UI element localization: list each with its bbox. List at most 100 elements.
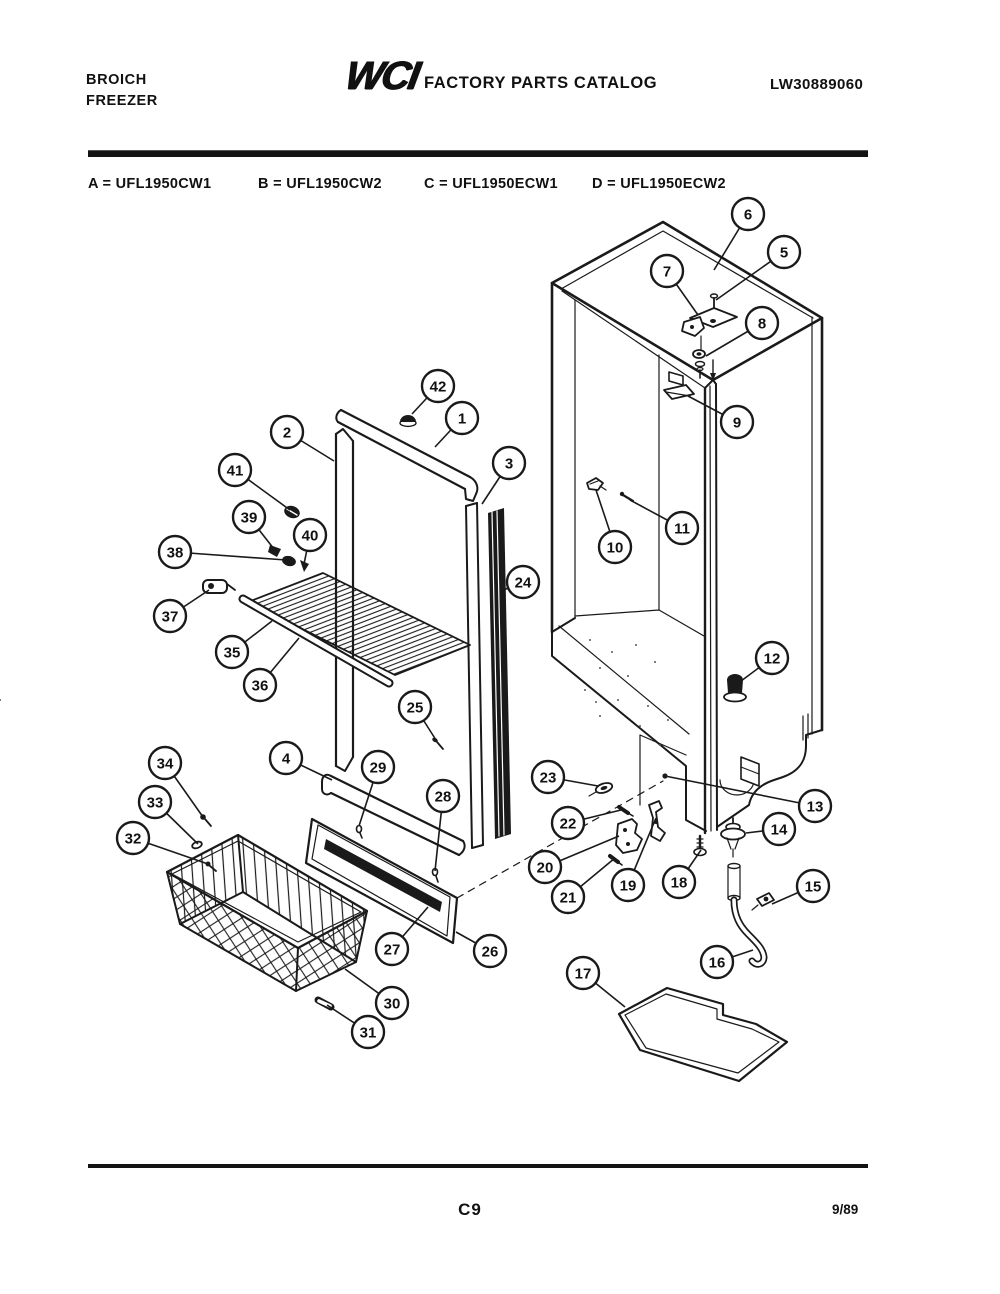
callout-number-42: 42 bbox=[430, 379, 447, 396]
callout-7 bbox=[649, 253, 685, 289]
callout-20 bbox=[527, 849, 563, 885]
callout-number-14: 14 bbox=[771, 822, 788, 839]
callout-37 bbox=[152, 598, 188, 634]
callout-number-2: 2 bbox=[283, 425, 291, 442]
callout-number-11: 11 bbox=[674, 521, 690, 538]
brand-line2: FREEZER bbox=[86, 93, 158, 109]
floor-stipple bbox=[0, 639, 669, 746]
callout-number-22: 22 bbox=[560, 816, 577, 833]
callout-number-34: 34 bbox=[157, 756, 174, 773]
doc-number: LW30889060 bbox=[770, 76, 864, 93]
callout-21 bbox=[550, 879, 586, 915]
callout-number-21: 21 bbox=[560, 890, 577, 907]
cabinet-outline bbox=[0, 220, 824, 835]
callout-number-37: 37 bbox=[162, 609, 179, 626]
callout-23 bbox=[530, 759, 566, 795]
callout-layer: 1234567891011121314151617181920212223242… bbox=[115, 196, 833, 1050]
callout-5 bbox=[766, 234, 802, 270]
callout-number-31: 31 bbox=[360, 1025, 377, 1042]
callout-17 bbox=[565, 955, 601, 991]
callout-25 bbox=[397, 689, 433, 725]
callout-28 bbox=[425, 778, 461, 814]
callout-3 bbox=[491, 445, 527, 481]
callout-2 bbox=[269, 414, 305, 450]
callout-11 bbox=[664, 510, 700, 546]
callout-number-19: 19 bbox=[620, 878, 637, 895]
callout-number-39: 39 bbox=[241, 510, 258, 527]
callout-15 bbox=[795, 868, 831, 904]
callout-leader-13 bbox=[664, 775, 816, 807]
callout-number-12: 12 bbox=[764, 651, 781, 668]
callout-number-15: 15 bbox=[805, 879, 822, 896]
callout-31 bbox=[350, 1014, 386, 1050]
callout-39 bbox=[231, 499, 267, 535]
callout-6 bbox=[730, 196, 766, 232]
callout-10 bbox=[597, 529, 633, 565]
callout-42 bbox=[420, 368, 456, 404]
bottom-hinge-hardware bbox=[588, 782, 666, 866]
callout-29 bbox=[360, 749, 396, 785]
callout-number-35: 35 bbox=[224, 645, 241, 662]
callout-number-30: 30 bbox=[384, 996, 401, 1013]
top-hinge-assembly bbox=[681, 293, 738, 381]
callout-number-3: 3 bbox=[505, 456, 513, 473]
callout-number-4: 4 bbox=[282, 751, 291, 768]
callout-number-13: 13 bbox=[807, 799, 824, 816]
callout-9 bbox=[719, 404, 755, 440]
callout-38 bbox=[157, 534, 193, 570]
callout-36 bbox=[242, 667, 278, 703]
callout-number-40: 40 bbox=[302, 528, 319, 545]
callout-33 bbox=[137, 784, 173, 820]
callout-13 bbox=[797, 788, 833, 824]
callout-22 bbox=[550, 805, 586, 841]
callout-number-33: 33 bbox=[147, 795, 164, 812]
drain-and-leveling-parts bbox=[693, 674, 775, 968]
callout-number-29: 29 bbox=[370, 760, 387, 777]
model-legend-item: A = UFL1950CW1 bbox=[88, 176, 212, 192]
wire-shelf bbox=[238, 572, 471, 688]
callout-number-5: 5 bbox=[780, 245, 788, 262]
door-trim-parts bbox=[202, 408, 511, 883]
callout-14 bbox=[761, 811, 797, 847]
door-bottom-panel bbox=[304, 780, 664, 945]
callout-number-6: 6 bbox=[744, 207, 752, 224]
brand-line1: BROICH bbox=[86, 72, 147, 88]
callout-number-7: 7 bbox=[663, 264, 671, 281]
date-code: 9/89 bbox=[832, 1202, 859, 1217]
callout-24 bbox=[505, 564, 541, 600]
callout-1 bbox=[444, 400, 480, 436]
callout-number-25: 25 bbox=[407, 700, 424, 717]
callout-number-26: 26 bbox=[482, 944, 499, 961]
callout-number-24: 24 bbox=[515, 575, 532, 592]
callout-number-36: 36 bbox=[252, 678, 269, 695]
callout-32 bbox=[115, 820, 151, 856]
callout-18 bbox=[661, 864, 697, 900]
callout-number-41: 41 bbox=[227, 463, 244, 480]
callout-19 bbox=[610, 867, 646, 903]
catalog-title: FACTORY PARTS CATALOG bbox=[424, 74, 658, 92]
callout-number-23: 23 bbox=[540, 770, 557, 787]
callout-number-20: 20 bbox=[537, 860, 554, 877]
callout-41 bbox=[217, 452, 253, 488]
callout-number-1: 1 bbox=[458, 411, 466, 428]
callout-leader-38 bbox=[174, 551, 287, 561]
footer-rule bbox=[88, 1164, 868, 1168]
callout-number-38: 38 bbox=[167, 545, 184, 562]
callout-number-9: 9 bbox=[733, 415, 741, 432]
callout-number-8: 8 bbox=[758, 316, 766, 333]
callout-number-32: 32 bbox=[125, 831, 142, 848]
interior-hardware bbox=[586, 371, 695, 503]
callout-34 bbox=[147, 745, 183, 781]
model-legend-item: B = UFL1950CW2 bbox=[258, 176, 382, 192]
model-legend-item: D = UFL1950ECW2 bbox=[592, 176, 726, 192]
callout-8 bbox=[744, 305, 780, 341]
callout-number-28: 28 bbox=[435, 789, 452, 806]
callout-27 bbox=[374, 931, 410, 967]
drain-pan bbox=[617, 986, 789, 1083]
callout-26 bbox=[472, 933, 508, 969]
callout-number-27: 27 bbox=[384, 942, 401, 959]
callout-40 bbox=[292, 517, 328, 553]
